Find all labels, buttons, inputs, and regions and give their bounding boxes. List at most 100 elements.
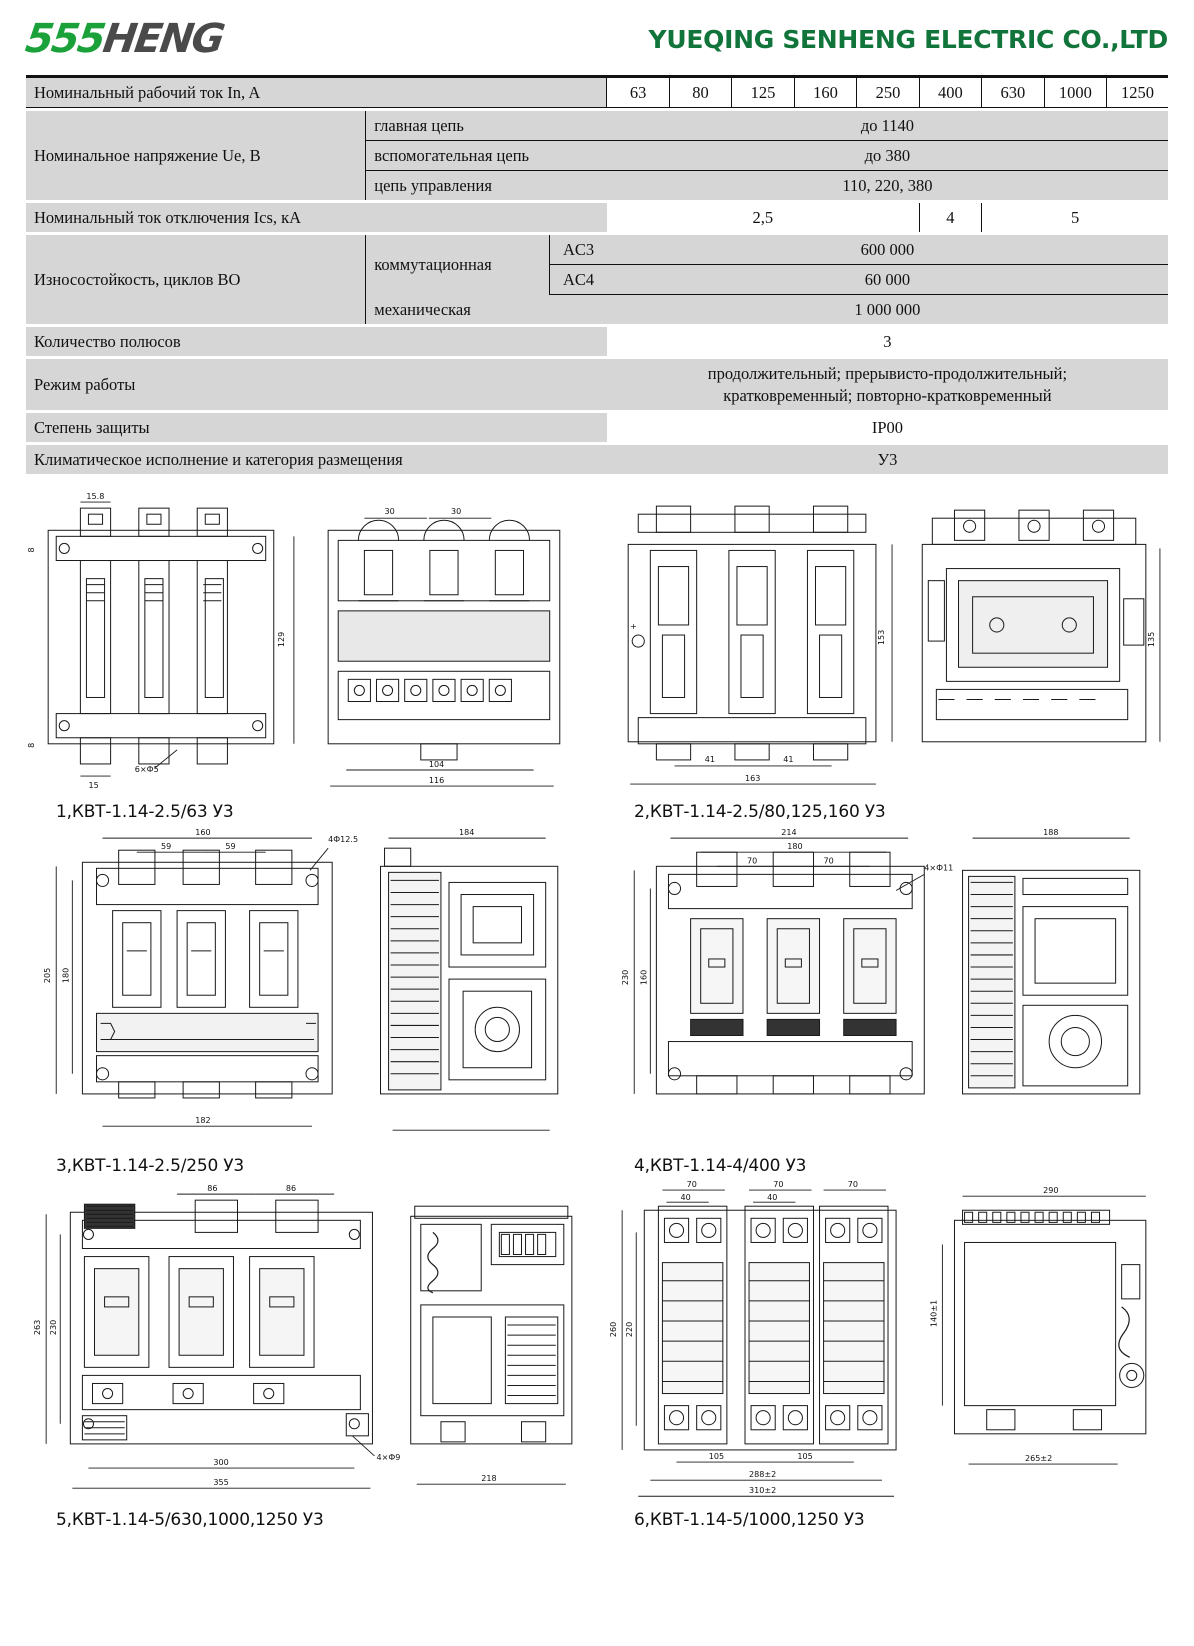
svg-text:40: 40 [767,1193,777,1202]
svg-text:263: 263 [33,1320,42,1335]
duty-line-2: кратковременный; повторно-кратковременны… [723,385,1052,405]
cell-aux-circuit-voltage: до 380 [606,140,1168,171]
figure-4-caption: 4,КВТ-1.14-4/400 У3 [634,1155,807,1176]
drawing-row-1: 15.8 129 15 6×Ф5 8 8 [26,487,1168,822]
cell-durability-ac4: 60 000 [606,264,1168,296]
figure-cell-4: 214 180 70 70 4×Ф11 230 160 [604,821,1168,1176]
svg-text:160: 160 [195,828,210,837]
figure-6-caption: 6,КВТ-1.14-5/1000,1250 У3 [634,1509,865,1530]
row-gap [26,107,1168,111]
svg-text:86: 86 [286,1184,296,1193]
svg-text:129: 129 [277,632,286,647]
row-label-protection: Степень защиты [26,412,607,442]
row-label-durability: Износостойкость, циклов ВО [26,235,366,325]
cell-current-630: 630 [981,78,1045,109]
svg-text:288±2: 288±2 [749,1470,776,1479]
cell-current-63: 63 [606,78,670,109]
table-row-poles: Количество полюсов 3 [26,327,1168,357]
svg-text:205: 205 [43,968,52,983]
svg-text:70: 70 [687,1180,697,1189]
cell-poles-value: 3 [606,327,1168,357]
svg-text:41: 41 [705,755,715,764]
svg-text:59: 59 [225,842,235,851]
logo-dark-text: HENG [100,16,226,62]
svg-text:153: 153 [877,630,886,645]
table-row-voltage-control: цепь управления 110, 220, 380 [26,170,1168,200]
svg-text:163: 163 [745,774,760,783]
figure-2-drawing: + 153 41 41 163 [604,487,1168,798]
sublabel-switching: коммутационная [365,235,550,295]
drawing-row-3: 86 86 263 230 4×Ф9 300 355 [26,1175,1168,1530]
svg-text:105: 105 [797,1452,812,1461]
svg-text:230: 230 [49,1320,58,1335]
svg-text:8: 8 [27,547,36,552]
svg-text:214: 214 [781,828,796,837]
svg-text:30: 30 [451,507,461,516]
svg-text:86: 86 [207,1184,217,1193]
sublabel-main-circuit: главная цепь [365,110,607,141]
row-gap [26,441,1168,445]
cell-protection-value: IP00 [606,412,1168,442]
svg-text:160: 160 [639,970,648,985]
company-name: YUEQING SENHENG ELECTRIC CO.,LTD [648,24,1169,54]
cell-current-160: 160 [793,78,857,109]
svg-text:310±2: 310±2 [749,1486,776,1495]
svg-text:30: 30 [385,507,395,516]
fig3-svg: 160 59 59 4Ф12.5 205 180 182 [43,828,559,1131]
sublabel-mechanical: механическая [365,294,607,325]
fig6-svg: 70 70 70 40 40 260 220 105 105 288±2 310… [609,1180,1147,1497]
cell-ics-5: 5 [981,202,1168,233]
svg-text:4×Ф11: 4×Ф11 [924,863,953,872]
svg-text:290: 290 [1043,1186,1058,1195]
figure-cell-6: 70 70 70 40 40 260 220 105 105 288±2 310… [604,1175,1168,1530]
cell-control-circuit-voltage: 110, 220, 380 [606,170,1168,200]
svg-text:300: 300 [213,1458,228,1467]
svg-text:180: 180 [61,968,70,983]
svg-text:4×Ф9: 4×Ф9 [376,1453,400,1462]
figure-5-caption: 5,КВТ-1.14-5/630,1000,1250 У3 [56,1509,324,1530]
table-row-duty: Режим работы продолжительный; прерывисто… [26,359,1168,410]
svg-text:6×Ф5: 6×Ф5 [135,765,159,774]
cell-main-circuit-voltage: до 1140 [606,110,1168,141]
table-row-protection: Степень защиты IP00 [26,412,1168,442]
cell-ics-2-5: 2,5 [606,202,920,233]
figure-cell-2: + 153 41 41 163 [604,487,1168,822]
specification-table: Номинальный рабочий ток In, A 63 80 125 … [26,78,1168,474]
figure-4-drawing: 214 180 70 70 4×Ф11 230 160 [604,821,1168,1152]
svg-text:70: 70 [848,1180,858,1189]
svg-text:180: 180 [787,842,802,851]
svg-text:15.8: 15.8 [86,492,104,501]
cell-ics-4: 4 [918,202,982,233]
table-row-durability-ac3: Износостойкость, циклов ВО коммутационна… [26,235,1168,325]
svg-text:70: 70 [773,1180,783,1189]
svg-text:265±2: 265±2 [1025,1454,1052,1463]
svg-text:41: 41 [783,755,793,764]
svg-text:70: 70 [747,856,757,865]
table-row-breaking-current: Номинальный ток отключения Ics, кА 2,5 4… [26,202,1168,233]
row-gap [26,232,1168,236]
svg-text:116: 116 [429,776,444,785]
svg-text:15: 15 [88,781,98,790]
svg-text:260: 260 [609,1322,618,1337]
fig1-svg: 15.8 129 15 6×Ф5 8 8 [27,492,561,790]
fig2-svg: + 153 41 41 163 [627,505,1161,785]
svg-text:188: 188 [1043,828,1058,837]
svg-text:218: 218 [481,1474,496,1483]
svg-text:40: 40 [681,1193,691,1202]
figure-2-caption: 2,КВТ-1.14-2.5/80,125,160 У3 [634,801,886,822]
svg-text:4Ф12.5: 4Ф12.5 [328,835,358,844]
row-gap [26,409,1168,413]
drawings-section: 15.8 129 15 6×Ф5 8 8 [26,487,1168,1530]
cell-durability-ac3: 600 000 [606,235,1168,266]
table-row-voltage-main: Номинальное напряжение Ue, В главная цеп… [26,110,1168,200]
svg-text:135: 135 [1147,632,1156,647]
row-gap [26,324,1168,328]
cell-current-400: 400 [918,78,982,109]
row-label-rated-voltage: Номинальное напряжение Ue, В [26,110,366,200]
table-row-voltage-aux: вспомогательная цепь до 380 [26,140,1168,171]
row-label-climate: Климатическое исполнение и категория раз… [26,444,607,474]
figure-6-drawing: 70 70 70 40 40 260 220 105 105 288±2 310… [604,1175,1168,1506]
logo-green-text: 555 [22,16,107,62]
